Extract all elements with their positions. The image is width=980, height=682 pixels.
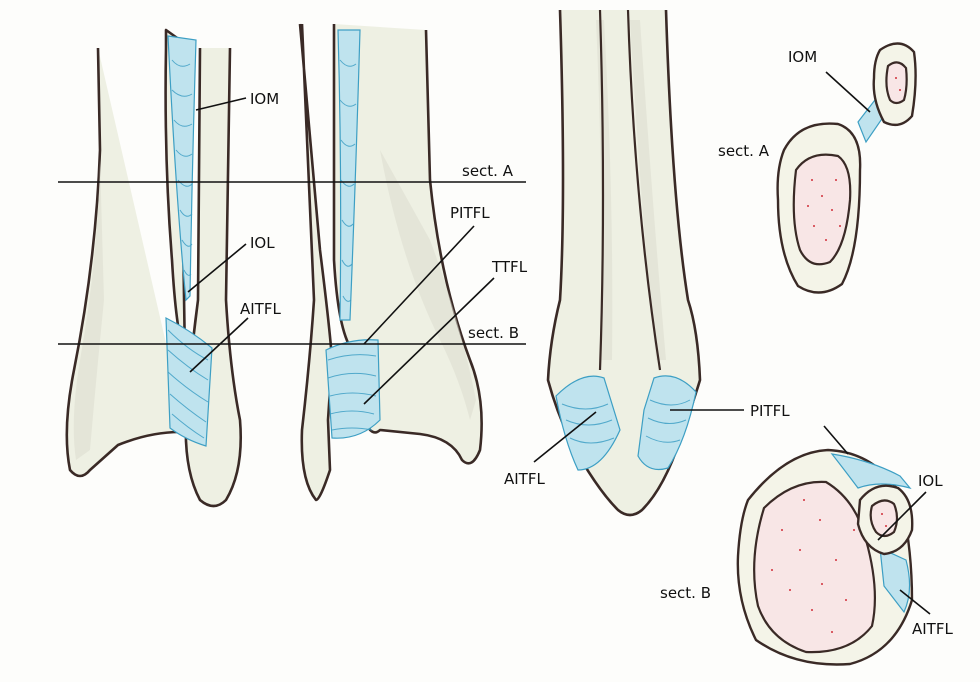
section-a-title: sect. A: [718, 142, 770, 160]
aitfl-anterior-label: AITFL: [240, 300, 281, 318]
anterior-view: IOM IOL AITFL: [67, 30, 282, 506]
section-a-line-label: sect. A: [462, 162, 514, 180]
section-a-iom-leader: [826, 72, 870, 112]
posterior-view: PITFL TTFL: [300, 24, 528, 500]
section-b-line-label: sect. B: [468, 324, 519, 342]
fibula-posterior: [300, 24, 332, 500]
section-b-aitfl-label: AITFL: [912, 620, 953, 638]
pitfl-lateral-label: PITFL: [750, 402, 790, 420]
section-b-cross-section: IOL sect. B AITFL: [660, 426, 953, 665]
section-a-iom-label: IOM: [788, 48, 817, 66]
section-a-cross-section: IOM sect. A: [718, 43, 916, 292]
lateral-view: AITFL PITFL: [504, 10, 790, 515]
section-b-iol-label: IOL: [918, 472, 943, 490]
iom-anterior-label: IOM: [250, 90, 279, 108]
section-b-fibula-marrow: [871, 500, 897, 536]
aitfl-lateral-label: AITFL: [504, 470, 545, 488]
pitfl-posterior-label: PITFL: [450, 204, 490, 222]
section-b-title: sect. B: [660, 584, 711, 602]
iol-anterior-label: IOL: [250, 234, 275, 252]
ttfl-posterior-label: TTFL: [491, 258, 528, 276]
section-a-fibula-marrow: [886, 62, 906, 103]
